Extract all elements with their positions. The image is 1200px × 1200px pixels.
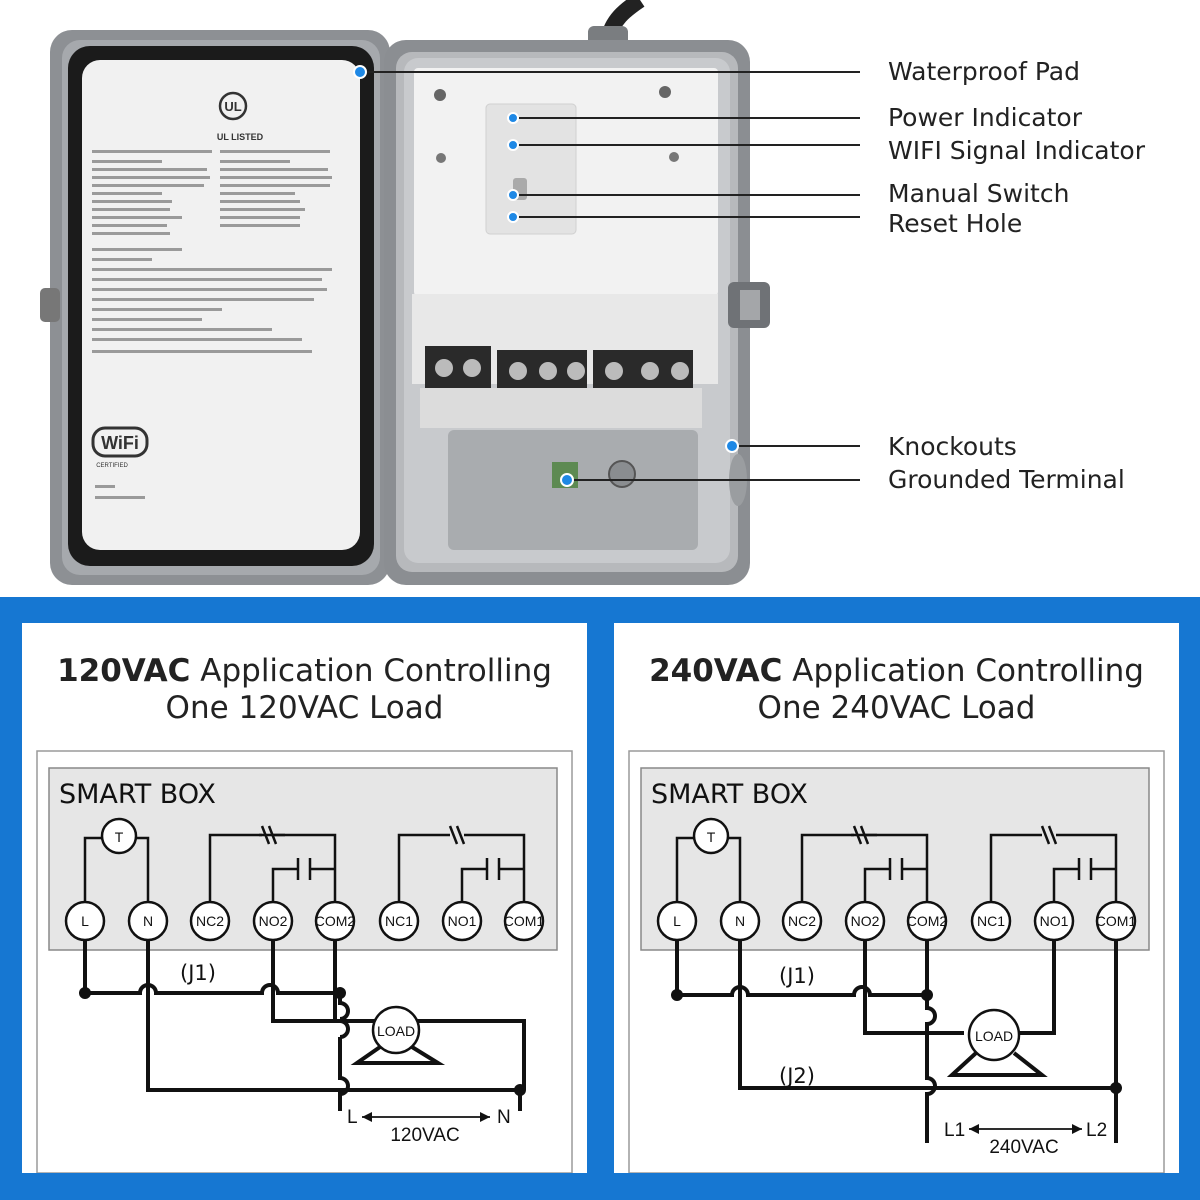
timer-label: T — [707, 829, 716, 845]
terminal-label-com2: COM2 — [315, 913, 356, 929]
load-label: LOAD — [975, 1028, 1013, 1044]
enclosure-door — [40, 30, 390, 585]
jumper2-label: (J2) — [779, 1064, 815, 1088]
terminal-label-n: N — [143, 913, 153, 929]
jumper1-label: (J1) — [779, 964, 815, 988]
diagram-title-240vac: 240VAC Application Controlling One 240VA… — [614, 653, 1179, 727]
svg-text:UL: UL — [224, 99, 241, 114]
title-rest: Application Controlling — [190, 653, 552, 689]
terminal-nc1 — [378, 900, 420, 942]
callout-manual-switch: Manual Switch — [888, 179, 1070, 208]
title-rest: Application Controlling — [782, 653, 1144, 689]
wiring-diagram-240vac: 240VAC Application Controlling One 240VA… — [614, 623, 1179, 1173]
wifi-logo: WiFi — [101, 433, 139, 453]
terminal-label-com1: COM1 — [1096, 913, 1137, 929]
voltage-label: 240VAC — [989, 1137, 1058, 1158]
smart-box-label: SMART BOX — [651, 779, 808, 810]
timer-label: T — [115, 829, 124, 845]
terminal-label-l: L — [81, 913, 89, 929]
product-illustration: UL UL LISTED WiFi C — [40, 0, 860, 585]
terminal-label-nc2: NC2 — [196, 913, 224, 929]
callout-dot-switch — [507, 189, 519, 201]
load-label: LOAD — [377, 1023, 415, 1039]
terminal-no1 — [441, 900, 483, 942]
terminal-label-no1: NO1 — [448, 913, 477, 929]
callout-dot-ground — [560, 473, 574, 487]
door-label: UL UL LISTED WiFi C — [91, 91, 332, 499]
terminal-label-nc1: NC1 — [385, 913, 413, 929]
callout-dot-power — [507, 112, 519, 124]
callout-dot-waterproof — [353, 65, 367, 79]
smart-box-label: SMART BOX — [59, 779, 216, 810]
title-bold: 120VAC — [57, 653, 191, 689]
terminal-label-nc2: NC2 — [788, 913, 816, 929]
terminal-label-n: N — [735, 913, 745, 929]
terminal-label-l: L — [673, 913, 681, 929]
callout-power-indicator: Power Indicator — [888, 103, 1083, 132]
mounting-plate — [414, 68, 718, 296]
terminal-nc2 — [781, 900, 823, 942]
callout-waterproof-pad: Waterproof Pad — [888, 57, 1080, 86]
terminal-label-no1: NO1 — [1040, 913, 1069, 929]
line-n-label: N — [497, 1107, 511, 1128]
title-bold: 240VAC — [649, 653, 783, 689]
title-line2: One 240VAC Load — [757, 690, 1036, 726]
line-l-label: L — [347, 1107, 358, 1128]
terminal-block — [412, 294, 718, 428]
voltage-label: 120VAC — [390, 1125, 459, 1146]
terminal-com1 — [503, 900, 545, 942]
terminal-label-no2: NO2 — [851, 913, 880, 929]
terminal-label-nc1: NC1 — [977, 913, 1005, 929]
terminal-nc2 — [189, 900, 231, 942]
terminal-label-com1: COM1 — [504, 913, 545, 929]
callout-wifi-indicator: WIFI Signal Indicator — [888, 136, 1146, 165]
callout-dot-wifi — [507, 139, 519, 151]
terminal-nc1 — [970, 900, 1012, 942]
callout-reset-hole: Reset Hole — [888, 209, 1023, 238]
diagram-title-120vac: 120VAC Application Controlling One 120VA… — [22, 653, 587, 727]
terminal-label-no2: NO2 — [259, 913, 288, 929]
wifi-certified-text: CERTIFIED — [96, 463, 128, 469]
line-l1-label: L1 — [944, 1120, 965, 1141]
ul-listed-text: UL LISTED — [217, 132, 264, 142]
title-line2: One 120VAC Load — [165, 690, 444, 726]
callout-leaders — [362, 71, 860, 481]
terminal-label-com2: COM2 — [907, 913, 948, 929]
wiring-diagram-120vac: 120VAC Application Controlling One 120VA… — [22, 623, 587, 1173]
jumper-label: (J1) — [180, 961, 216, 985]
line-l2-label: L2 — [1086, 1120, 1107, 1141]
callout-grounded-terminal: Grounded Terminal — [888, 465, 1125, 494]
callout-knockouts: Knockouts — [888, 432, 1017, 461]
callout-dot-knockouts — [725, 439, 739, 453]
callout-dot-reset — [507, 211, 519, 223]
